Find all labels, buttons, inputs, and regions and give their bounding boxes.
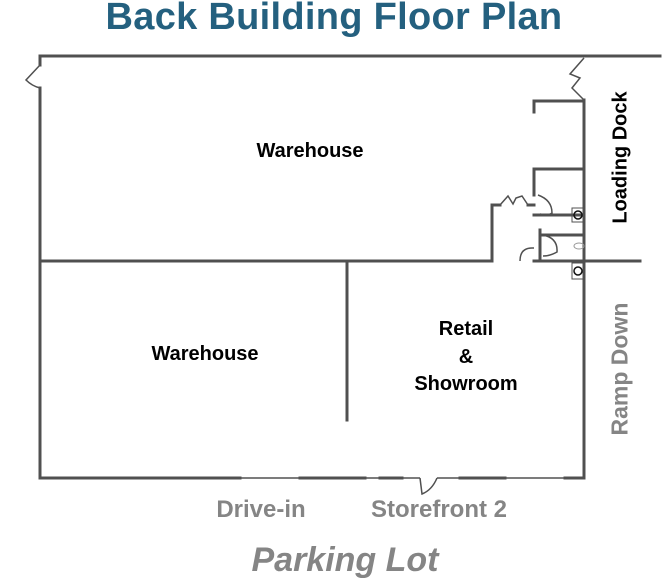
label-loading-dock: Loading Dock <box>609 91 632 224</box>
room-label-warehouse-bottom: Warehouse <box>151 343 259 365</box>
label-parking-lot: Parking Lot <box>251 541 439 579</box>
room-label-retail-amp: & <box>458 346 474 368</box>
page-title: Back Building Floor Plan <box>105 0 563 38</box>
door-swing-vestibule <box>499 194 529 206</box>
label-drive-in: Drive-in <box>216 496 306 523</box>
door-swing-left <box>24 64 41 89</box>
room-label-retail: Retail <box>438 318 494 340</box>
label-storefront: Storefront 2 <box>370 496 507 523</box>
door-swing-storefront <box>419 477 438 496</box>
room-label-warehouse-top: Warehouse <box>256 140 364 162</box>
door-swing-dock <box>568 57 585 101</box>
room-label-showroom: Showroom <box>414 373 518 395</box>
label-ramp-down: Ramp Down <box>606 302 633 436</box>
